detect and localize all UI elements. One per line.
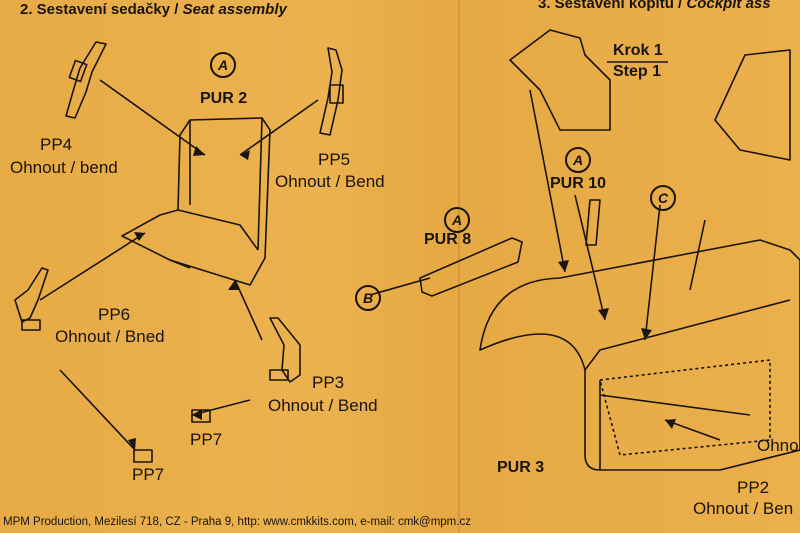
seat-drawing <box>121 117 271 286</box>
seat-small <box>714 49 791 161</box>
label-pp7a: PP7 <box>132 465 165 484</box>
belt-pp4 <box>65 41 107 119</box>
part-pur8 <box>419 237 523 297</box>
note-pp5: Ohnout / Bend <box>275 172 385 191</box>
label-pur2: PUR 2 <box>200 90 248 107</box>
part-pur10 <box>585 199 601 246</box>
cockpit-pur3 <box>479 239 800 471</box>
footer-text: MPM Production, Mezilesí 718, CZ - Praha… <box>3 516 471 528</box>
label-pp6: PP6 <box>98 305 131 324</box>
note-cut: Ohno <box>757 436 799 455</box>
label-pp4: PP4 <box>40 135 73 154</box>
step-cz: Krok 1 <box>613 42 663 59</box>
belt-pp6 <box>14 267 49 323</box>
note-pp2: Ohnout / Ben <box>693 499 794 518</box>
section-2-title: Seat assembly <box>182 1 287 18</box>
label-pur10: PUR 10 <box>550 175 607 192</box>
belt-pp5 <box>319 47 343 136</box>
label-pp5: PP5 <box>318 150 351 169</box>
panel-krok1 <box>509 29 611 131</box>
section-3-heading: 3. Sestavení kopitu / Cockpit ass <box>538 0 771 12</box>
note-pp6: Ohnout / Bned <box>55 327 165 346</box>
marker-a-pur2: A <box>210 52 236 78</box>
step-en: Step 1 <box>613 63 662 80</box>
marker-a-pur10: A <box>565 147 591 173</box>
marker-c: C <box>650 185 676 211</box>
page-fold <box>458 0 460 533</box>
label-pp3: PP3 <box>312 373 345 392</box>
label-pur8: PUR 8 <box>424 231 472 248</box>
label-pp2: PP2 <box>737 478 770 497</box>
section-3-title: Cockpit ass <box>686 0 771 12</box>
label-pp7b: PP7 <box>190 430 223 449</box>
belt-pp3 <box>269 317 301 383</box>
marker-b: B <box>355 285 381 311</box>
part-pp7a <box>133 449 153 463</box>
section-2-number: 2. Sestavení sedačky / <box>20 1 179 18</box>
note-pp4: Ohnout / bend <box>10 158 118 177</box>
label-pur3: PUR 3 <box>497 459 545 476</box>
note-pp3: Ohnout / Bend <box>268 396 378 415</box>
section-2-heading: 2. Sestavení sedačky / Seat assembly <box>20 1 287 18</box>
section-3-number: 3. Sestavení kopitu / <box>538 0 683 12</box>
marker-a-pur8: A <box>444 207 470 233</box>
